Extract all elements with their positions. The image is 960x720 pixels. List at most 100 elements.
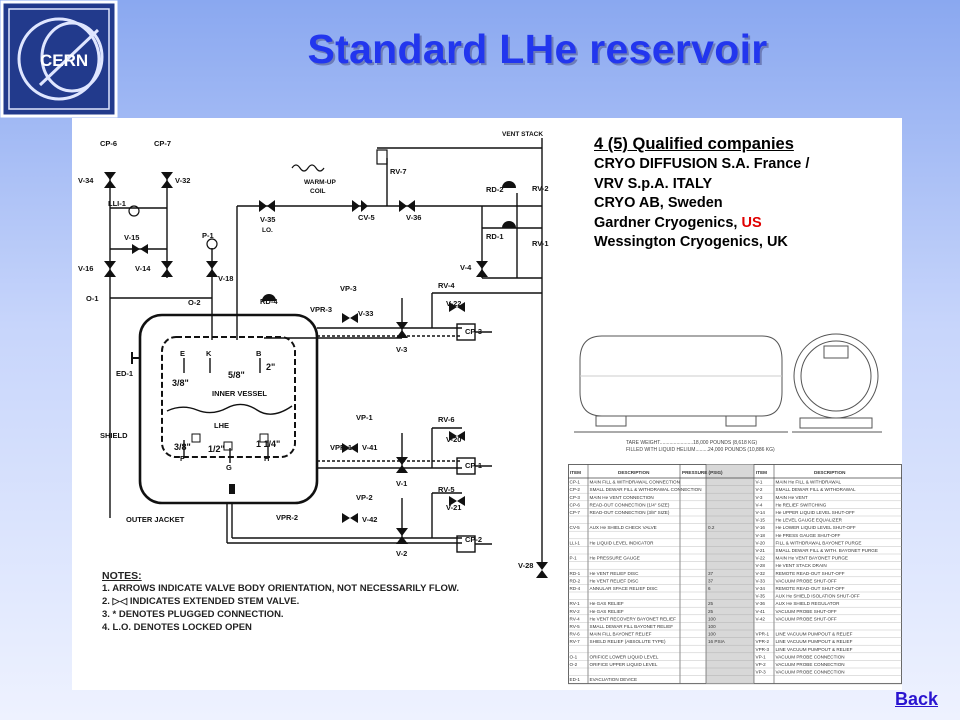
table-cell: 100 (708, 624, 716, 629)
notes-heading: NOTES: (102, 570, 142, 582)
size-3-8-top: 3/8" (172, 378, 189, 388)
table-cell: VP-2 (756, 662, 767, 667)
table-cell: 25 (708, 609, 714, 614)
table-cell: V-22 (756, 556, 766, 561)
table-cell: AUX He SHIELD REGULATOR (776, 601, 841, 606)
label-v20: V-20 (446, 435, 461, 444)
table-cell: ORIFICE UPPER LIQUID LEVEL (590, 662, 658, 667)
label-coil: COIL (310, 188, 326, 195)
label-v4: V-4 (460, 263, 472, 272)
dewar-drawing: TARE WEIGHT........................18,00… (574, 333, 882, 453)
table-cell: CP-6 (570, 502, 581, 507)
table-cell: V-4 (756, 502, 763, 507)
table-cell: LINE VACUUM PUMPOUT & RELIEF (776, 639, 853, 644)
size-5-8: 5/8" (228, 370, 245, 380)
label-v22: V-22 (446, 299, 461, 308)
label-rd1: RD-1 (486, 232, 504, 241)
table-cell: VACUUM PROBE SHUT-OFF (776, 578, 837, 583)
size-3-8-bottom: 3/8" (174, 442, 191, 452)
label-e: E (180, 349, 185, 358)
table-header: ITEM (756, 470, 767, 475)
label-rv6: RV-6 (438, 415, 455, 424)
table-cell: He LIQUID LEVEL INDICATOR (590, 540, 655, 545)
label-rv7: RV-7 (390, 167, 407, 176)
label-o2: O-2 (188, 298, 201, 307)
note-line: 1. ARROWS INDICATE VALVE BODY ORIENTATIO… (102, 583, 459, 594)
table-cell: REMOTE READ-OUT SHUT-OFF (776, 586, 845, 591)
cern-logo: CERN (0, 0, 118, 118)
label-lo: LO. (262, 227, 273, 234)
back-link[interactable]: Back (895, 689, 939, 709)
table-cell: VACUUM PROBE SHUT-OFF (776, 609, 837, 614)
label-rv1: RV-1 (532, 239, 549, 248)
note-line: 2. ▷◁ INDICATES EXTENDED STEM VALVE. (102, 596, 300, 607)
label-b: B (256, 349, 262, 358)
label-cv5: CV-5 (358, 213, 375, 222)
table-cell: VACUUM PROBE CONNECTION (776, 654, 845, 659)
table-cell: He VENT RELIEF DISC (590, 578, 640, 583)
company-line: Gardner Cryogenics, US (594, 214, 762, 231)
table-cell: He UPPER LIQUID LEVEL SHUT-OFF (776, 510, 855, 515)
table-cell: RV-6 (570, 632, 581, 637)
table-cell: VACUUM PROBE CONNECTION (776, 670, 845, 675)
table-cell: V-42 (756, 616, 766, 621)
table-cell: O-2 (570, 662, 578, 667)
table-cell: MAIN FILL BAYONET RELIEF (590, 632, 652, 637)
label-v21: V-21 (446, 503, 461, 512)
table-cell: V-20 (756, 540, 766, 545)
table-cell: He PRESS GAUGE SHUT-OFF (776, 533, 841, 538)
table-cell: ORIFICE LOWER LIQUID LEVEL (590, 654, 659, 659)
table-cell: V-1 (756, 480, 763, 485)
table-cell: CP-2 (570, 487, 581, 492)
label-g: G (226, 463, 232, 472)
label-vpr1: VPR-1 (330, 443, 352, 452)
label-v2: V-2 (396, 549, 407, 558)
table-cell: 100 (708, 616, 716, 621)
label-lhe: LHE (214, 421, 229, 430)
label-v34: V-34 (78, 176, 94, 185)
table-cell: EVACUATION DEVICE (590, 677, 638, 682)
label-v42: V-42 (362, 515, 377, 524)
label-v28: V-28 (518, 561, 533, 570)
cern-logo-text: CERN (40, 51, 88, 70)
table-cell: LINE VACUUM PUMPOUT & RELIEF (776, 632, 853, 637)
label-v14: V-14 (135, 264, 151, 273)
label-v35: V-35 (260, 215, 275, 224)
table-cell: ED-1 (570, 677, 581, 682)
label-cp3: CP-3 (465, 327, 482, 336)
table-cell: 25 (708, 601, 714, 606)
label-ed1: ED-1 (116, 369, 133, 378)
label-vpr2: VPR-2 (276, 513, 298, 522)
label-vp2: VP-2 (356, 493, 373, 502)
table-cell: 37 (708, 571, 714, 576)
company-line: CRYO AB, Sweden (594, 195, 723, 211)
table-cell: CP-7 (570, 510, 581, 515)
table-cell: V-41 (756, 609, 766, 614)
table-cell: LLI-1 (570, 540, 581, 545)
table-cell: O-1 (570, 654, 578, 659)
table-cell: He GAS RELIEF (590, 609, 624, 614)
table-cell: He LOWER LIQUID LEVEL SHUT-OFF (776, 525, 856, 530)
table-cell: He PRESSURE GAUGE (590, 556, 640, 561)
table-cell: REMOTE READ-OUT SHUT-OFF (776, 571, 845, 576)
slide-title: Standard LHe reservoir (307, 26, 768, 72)
table-cell: SHIELD RELIEF (ABSOLUTE TYPE) (590, 639, 666, 644)
table-cell: V-36 (756, 601, 766, 606)
label-rd4: RD-4 (260, 297, 278, 306)
note-line: 4. L.O. DENOTES LOCKED OPEN (102, 622, 252, 633)
label-v3: V-3 (396, 345, 407, 354)
table-cell: He RELIEF SWITCHING (776, 502, 827, 507)
table-cell: READ-OUT CONNECTION (3/8" SIZE) (590, 510, 670, 515)
company-line: VRV S.p.A. ITALY (594, 175, 713, 192)
label-rv2: RV-2 (532, 184, 549, 193)
table-cell: V-33 (756, 578, 766, 583)
table-cell: CV-5 (570, 525, 581, 530)
table-cell: V-2 (756, 487, 763, 492)
label-p1: P-1 (202, 231, 214, 240)
qualified-companies: 4 (5) Qualified companies CRYO DIFFUSION… (594, 134, 894, 253)
table-cell: MAIN He VENT CONNECTION (590, 495, 654, 500)
table-cell: He VENT RECOVERY BAYONET RELIEF (590, 616, 677, 621)
label-h: H (264, 454, 269, 463)
table-cell: CP-1 (570, 480, 581, 485)
